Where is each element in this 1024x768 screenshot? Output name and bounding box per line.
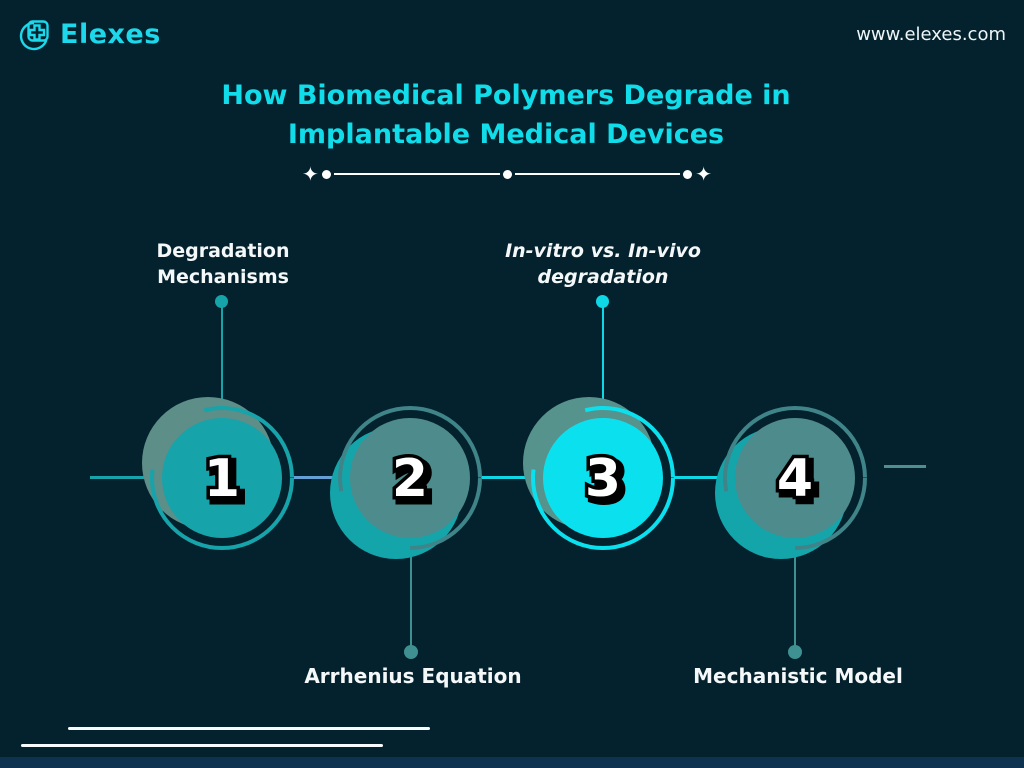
step1-label-line1: Degradation <box>156 240 290 262</box>
shield-cross-icon <box>19 20 49 51</box>
diamond-icon: ✦ <box>695 162 712 186</box>
step4-ring <box>723 406 867 550</box>
divider-dot <box>321 169 331 179</box>
step1-circle: 1 1 <box>132 388 312 568</box>
step1-ring <box>150 406 294 550</box>
brand-name: Elexes <box>60 18 161 50</box>
step3-connector-line <box>602 304 604 410</box>
step1-number-shadow: 1 <box>208 453 244 513</box>
step4-number: 4 <box>777 449 813 509</box>
bottom-strip <box>0 757 1024 768</box>
step2-label: Arrhenius Equation <box>283 663 543 689</box>
step2-disc <box>350 418 470 538</box>
step2-circle: 2 2 <box>320 388 500 568</box>
step1-connector-line <box>221 304 223 410</box>
step3-disc <box>543 418 663 538</box>
divider-dot <box>502 169 512 179</box>
step4-label-line1: Mechanistic Model <box>693 664 903 688</box>
connector-step3-step4 <box>674 476 724 479</box>
step1-connector-dot <box>215 295 228 308</box>
website-url: www.elexes.com <box>856 24 1006 45</box>
step1-label-line2: Mechanisms <box>157 266 289 288</box>
divider-line <box>333 173 500 175</box>
step1-number: 1 <box>204 449 240 509</box>
left-edge-connector <box>90 476 154 479</box>
step4-connector-line <box>794 542 796 648</box>
step3-label-line1: In-vitro vs. In-vivo <box>505 240 701 262</box>
title-divider: ✦ ✦ <box>302 163 712 185</box>
page-title-line2: Implantable Medical Devices <box>287 119 725 150</box>
step2-number: 2 <box>392 449 428 509</box>
step1-disc <box>162 418 282 538</box>
step4-number-shadow: 4 <box>781 453 817 513</box>
page-title-line1: How Biomedical Polymers Degrade in <box>221 80 791 111</box>
step4-circle: 4 4 <box>705 388 885 568</box>
step3-ring <box>531 406 675 550</box>
step4-disc <box>735 418 855 538</box>
step4-circle-graphic: 4 4 <box>715 406 867 559</box>
connector-step1-step2 <box>294 476 342 479</box>
bottom-decor-line-2 <box>21 744 383 747</box>
step3-label-line2: degradation <box>537 266 669 288</box>
step3-number-shadow: 3 <box>589 453 625 513</box>
step2-number-shadow: 2 <box>396 453 432 513</box>
brand-logo: Elexes <box>18 14 161 54</box>
step3-connector-dot <box>596 295 609 308</box>
divider-line <box>514 173 681 175</box>
step3-circle: 3 3 <box>513 388 693 568</box>
diamond-icon: ✦ <box>302 162 319 186</box>
page-title: How Biomedical Polymers Degrade in Impla… <box>0 76 1012 154</box>
step3-circle-graphic: 3 3 <box>523 397 675 550</box>
step4-label: Mechanistic Model <box>668 663 928 689</box>
divider-dot <box>683 169 693 179</box>
step2-connector-line <box>410 542 412 648</box>
step2-ring <box>338 406 482 550</box>
step1-label: Degradation Mechanisms <box>103 238 343 290</box>
bottom-decor-line-1 <box>68 727 430 730</box>
step2-label-line1: Arrhenius Equation <box>304 664 522 688</box>
step2-connector-dot <box>404 645 418 659</box>
step3-number: 3 <box>585 449 621 509</box>
step2-circle-graphic: 2 2 <box>330 406 482 559</box>
step1-circle-graphic: 1 1 <box>142 397 294 550</box>
step4-connector-dot <box>788 645 802 659</box>
right-edge-connector <box>884 465 926 468</box>
step3-label: In-vitro vs. In-vivo degradation <box>473 238 733 290</box>
connector-step2-step3 <box>481 476 533 479</box>
